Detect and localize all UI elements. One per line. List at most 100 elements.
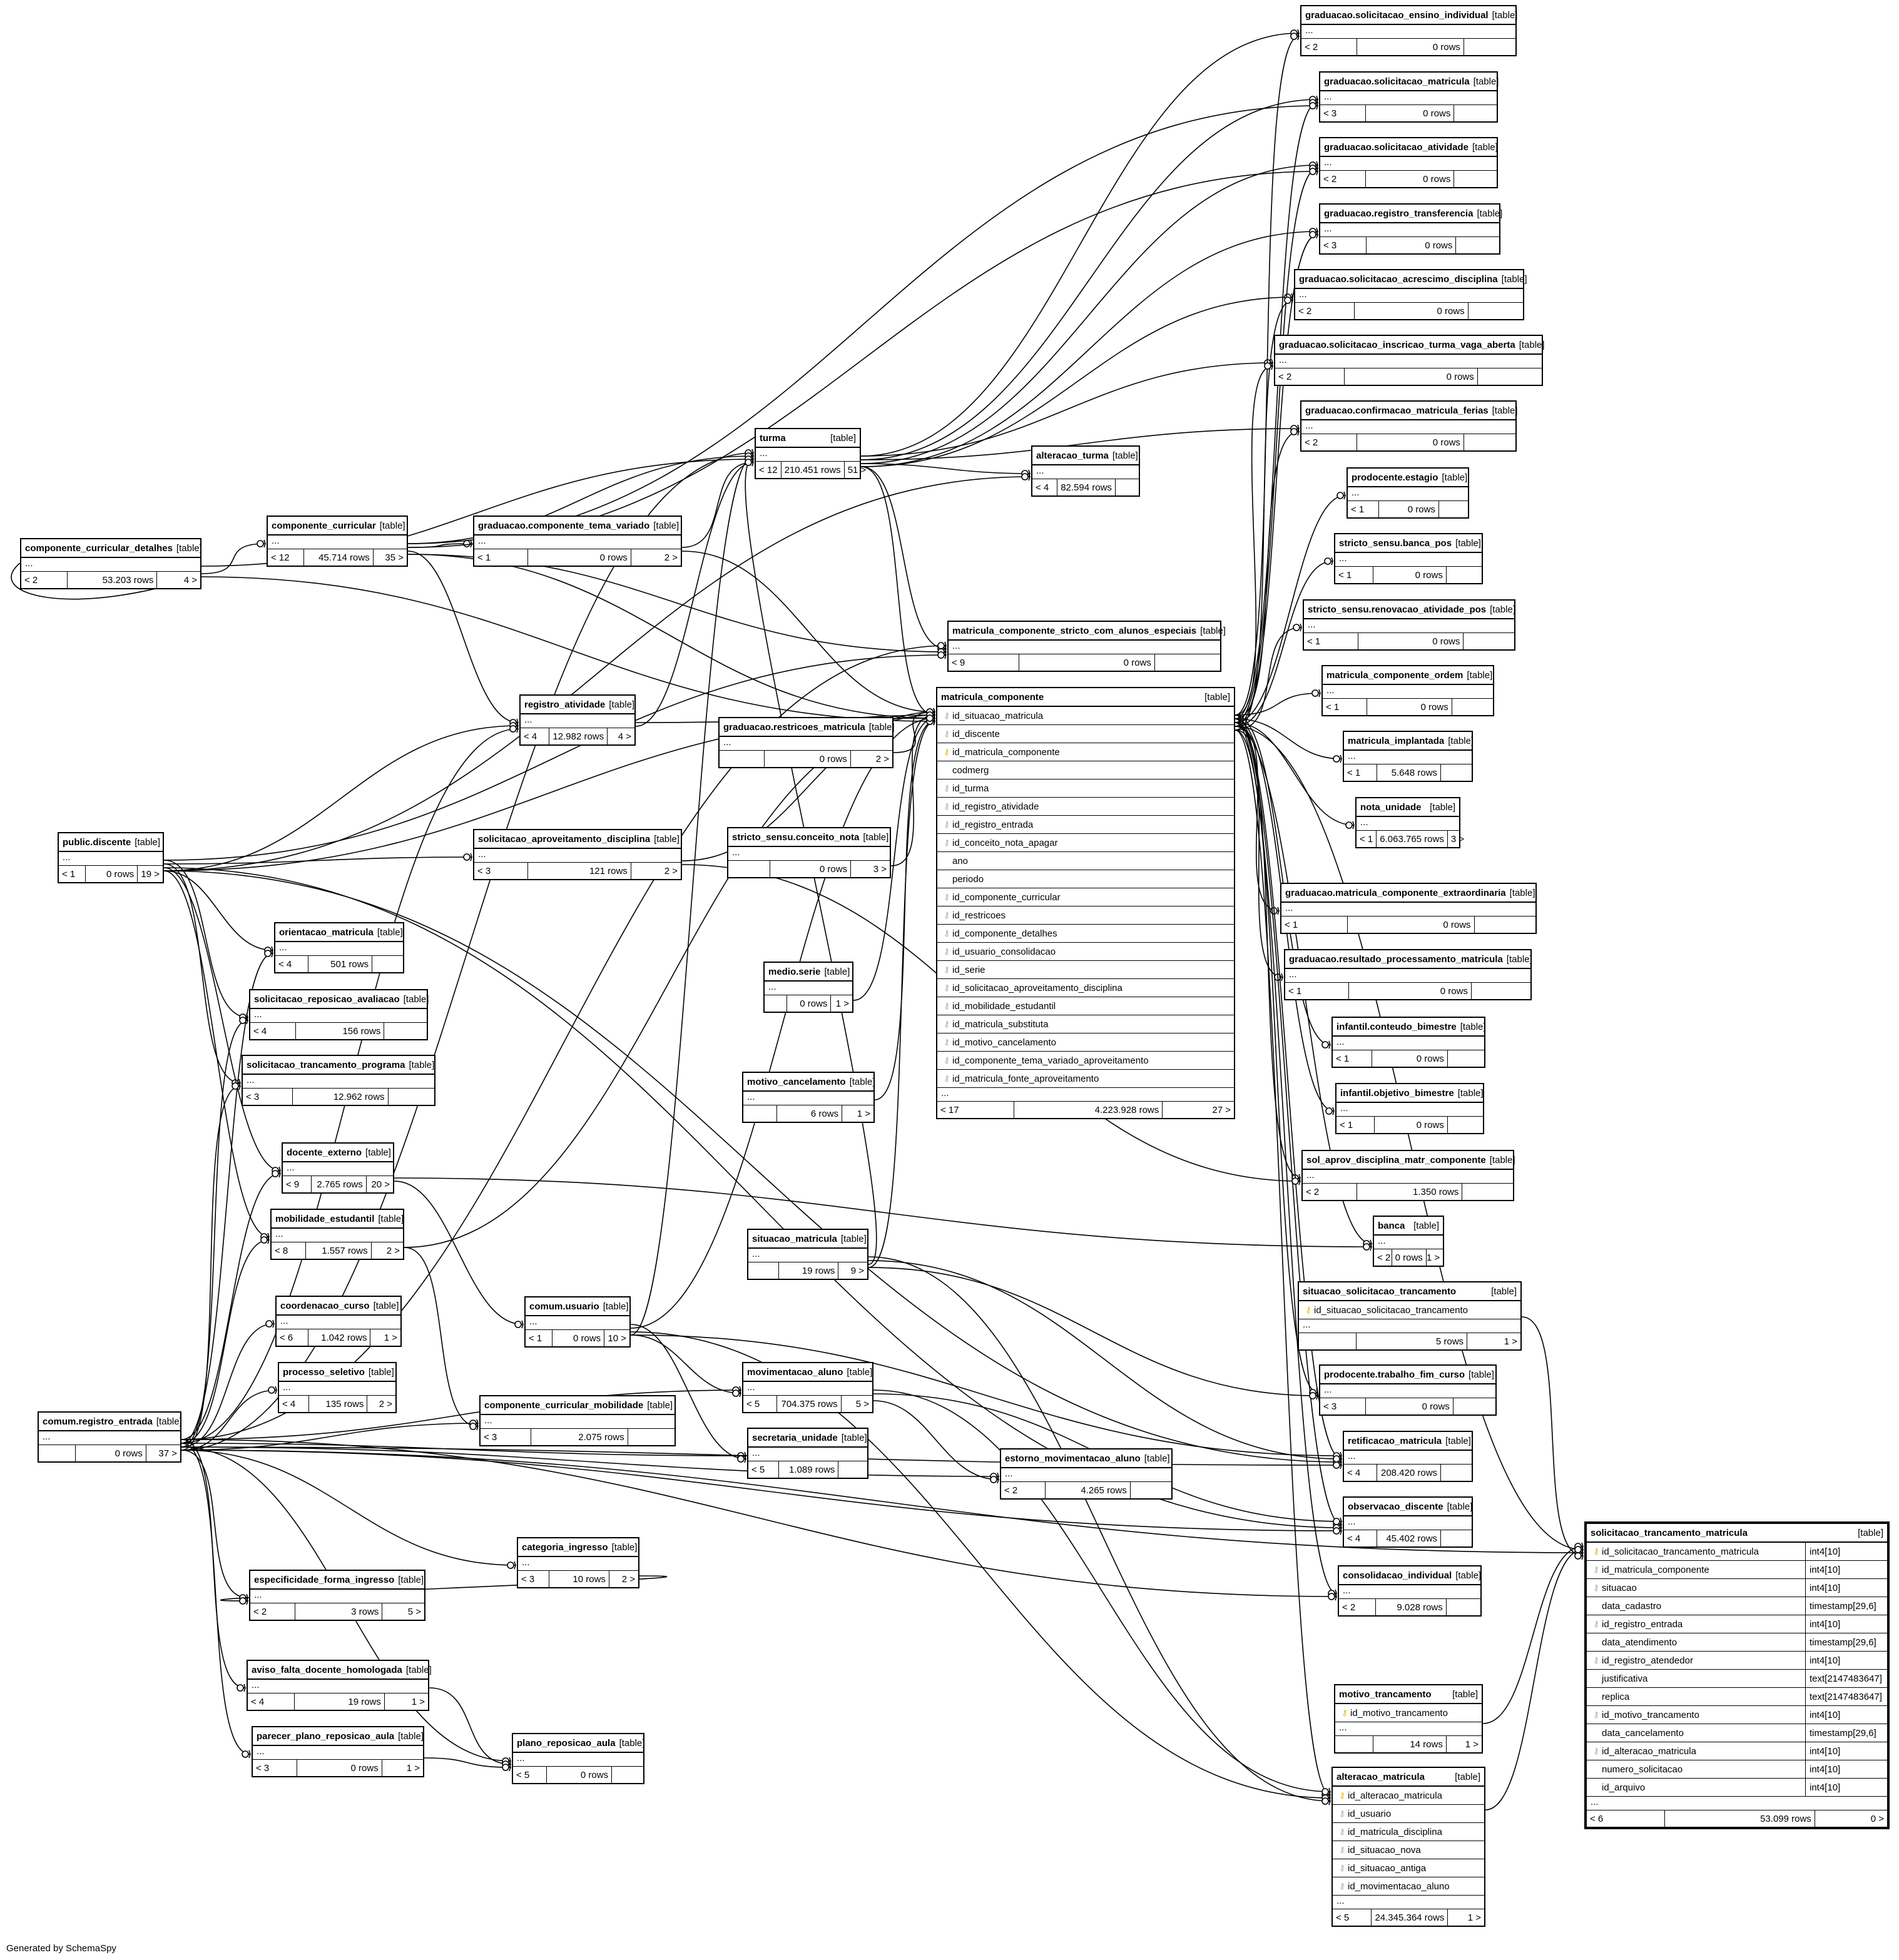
table-esp-forma[interactable]: especificidade_forma_ingresso[table]...<… — [249, 1570, 425, 1621]
table-header[interactable]: graduacao.resultado_processamento_matric… — [1285, 950, 1532, 969]
table-header[interactable]: matricula_componente[table] — [937, 688, 1234, 707]
table-g-ensino[interactable]: graduacao.solicitacao_ensino_individual[… — [1300, 5, 1517, 56]
table-parecer[interactable]: parecer_plano_reposicao_aula[table]...< … — [252, 1726, 424, 1777]
table-header[interactable]: stricto_sensu.banca_pos[table] — [1335, 534, 1482, 553]
table-s-conceito[interactable]: stricto_sensu.conceito_nota[table]...0 r… — [727, 827, 891, 878]
table-g-atividade[interactable]: graduacao.solicitacao_atividade[table]..… — [1319, 137, 1498, 188]
table-g-result[interactable]: graduacao.resultado_processamento_matric… — [1284, 949, 1532, 1000]
table-g-ctv[interactable]: graduacao.componente_tema_variado[table]… — [473, 515, 682, 567]
table-header[interactable]: componente_curricular_detalhes[table] — [21, 539, 202, 558]
table-header[interactable]: processo_seletivo[table] — [279, 1363, 395, 1382]
table-header[interactable]: graduacao.registro_transferencia[table] — [1320, 205, 1502, 223]
table-header[interactable]: graduacao.confirmacao_matricula_ferias[t… — [1301, 402, 1518, 420]
table-alt-mat[interactable]: alteracao_matricula[table]⚷id_alteracao_… — [1331, 1767, 1485, 1927]
column-row[interactable]: ⚷id_situacao_nova — [1333, 1841, 1484, 1859]
table-header[interactable]: prodocente.estagio[table] — [1348, 469, 1468, 487]
table-g-matricula[interactable]: graduacao.solicitacao_matricula[table]..… — [1319, 71, 1499, 123]
table-header[interactable]: nota_unidade[table] — [1357, 798, 1459, 817]
table-header[interactable]: componente_curricular_mobilidade[table] — [481, 1396, 675, 1415]
column-row[interactable]: ⚷id_solicitacao_aproveitamento_disciplin… — [937, 979, 1234, 997]
table-cc-mob[interactable]: componente_curricular_mobilidade[table].… — [479, 1395, 676, 1446]
table-header[interactable]: prodocente.trabalho_fim_curso[table] — [1320, 1366, 1495, 1384]
table-g-confirm[interactable]: graduacao.confirmacao_matricula_ferias[t… — [1300, 400, 1518, 452]
table-header[interactable]: graduacao.solicitacao_ensino_individual[… — [1301, 6, 1517, 25]
table-header[interactable]: situacao_solicitacao_trancamento[table] — [1299, 1282, 1520, 1301]
table-header[interactable]: solicitacao_aproveitamento_disciplina[ta… — [474, 830, 681, 849]
table-header[interactable]: graduacao.solicitacao_matricula[table] — [1320, 73, 1499, 91]
table-header[interactable]: movimentacao_aluno[table] — [743, 1363, 872, 1382]
table-header[interactable]: estorno_movimentacao_aluno[table] — [1001, 1450, 1171, 1468]
table-header[interactable]: infantil.conteudo_bimestre[table] — [1333, 1018, 1486, 1037]
table-sol-tranc-prog[interactable]: solicitacao_trancamento_programa[table].… — [242, 1055, 435, 1106]
table-g-acresc[interactable]: graduacao.solicitacao_acrescimo_discipli… — [1294, 269, 1527, 320]
table-header[interactable]: comum.registro_entrada[table] — [39, 1413, 182, 1431]
table-header[interactable]: solicitacao_trancamento_matricula[table] — [1587, 1524, 1887, 1543]
table-g-restr[interactable]: graduacao.restricoes_matricula[table]...… — [718, 717, 895, 768]
table-header[interactable]: graduacao.solicitacao_atividade[table] — [1320, 138, 1498, 157]
column-row[interactable]: codmerg — [937, 761, 1234, 779]
table-header[interactable]: graduacao.solicitacao_acrescimo_discipli… — [1295, 270, 1527, 289]
table-header[interactable]: stricto_sensu.renovacao_atividade_pos[ta… — [1304, 601, 1515, 619]
column-row[interactable]: ⚷id_situacao_solicitacao_trancamento — [1299, 1301, 1520, 1319]
table-header[interactable]: matricula_implantada[table] — [1344, 732, 1474, 751]
column-row[interactable]: ⚷id_usuario — [1333, 1805, 1484, 1823]
table-header[interactable]: solicitacao_reposicao_avaliacao[table] — [250, 990, 429, 1009]
column-row[interactable]: ⚷id_alteracao_matricula — [1333, 1787, 1484, 1805]
table-header[interactable]: mobilidade_estudantil[table] — [272, 1210, 404, 1229]
table-mcs-esp[interactable]: matricula_componente_stricto_com_alunos_… — [947, 621, 1226, 672]
column-row[interactable]: ⚷id_situacao_antiga — [1333, 1859, 1484, 1877]
table-header[interactable]: alteracao_turma[table] — [1032, 447, 1139, 465]
column-row[interactable]: ⚷id_mobilidade_estudantil — [937, 997, 1234, 1015]
column-row[interactable]: ⚷id_registro_entrada — [937, 816, 1234, 834]
column-row[interactable]: ⚷id_matricula_fonte_aproveitamento — [937, 1070, 1234, 1088]
table-header[interactable]: parecer_plano_reposicao_aula[table] — [253, 1727, 424, 1746]
table-sol-aprov-disc[interactable]: solicitacao_aproveitamento_disciplina[ta… — [473, 829, 682, 880]
column-row[interactable]: ⚷id_motivo_cancelamento — [937, 1033, 1234, 1052]
table-g-extra[interactable]: graduacao.matricula_componente_extraordi… — [1280, 883, 1537, 934]
column-row[interactable]: ⚷id_turma — [937, 779, 1234, 798]
table-header[interactable]: comum.usuario[table] — [526, 1297, 629, 1316]
column-row[interactable]: ⚷id_matricula_substituta — [937, 1015, 1234, 1033]
table-header[interactable]: banca[table] — [1374, 1217, 1443, 1236]
table-header[interactable]: motivo_cancelamento[table] — [743, 1073, 875, 1092]
table-header[interactable]: graduacao.matricula_componente_extraordi… — [1281, 884, 1535, 903]
table-header[interactable]: graduacao.componente_tema_variado[table] — [474, 517, 681, 536]
column-row[interactable]: ⚷id_discente — [937, 725, 1234, 743]
table-p-tfc[interactable]: prodocente.trabalho_fim_curso[table]...<… — [1319, 1364, 1497, 1416]
column-row[interactable]: ano — [937, 852, 1234, 870]
table-sol-aprov[interactable]: sol_aprov_disciplina_matr_componente[tab… — [1301, 1150, 1515, 1201]
table-sol-tranc-mat[interactable]: solicitacao_trancamento_matricula[table]… — [1584, 1521, 1890, 1829]
